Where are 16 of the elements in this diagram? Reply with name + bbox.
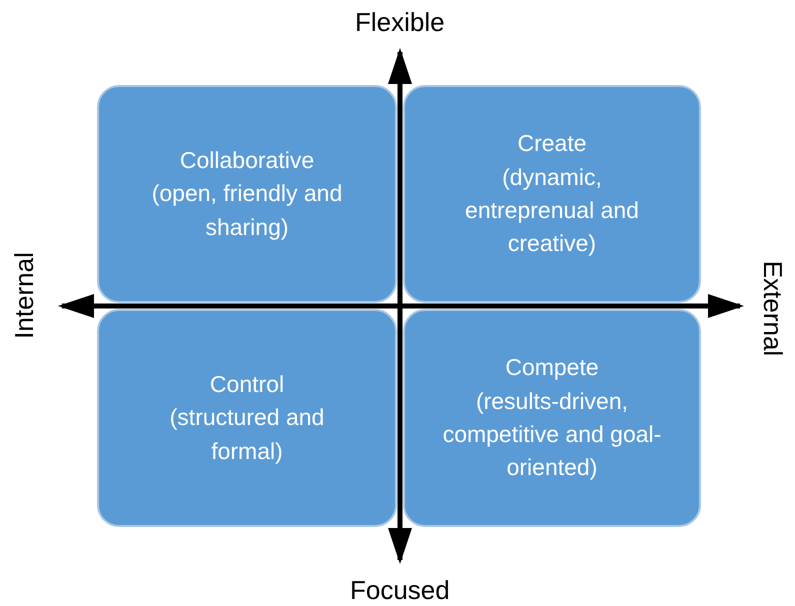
quadrant-box: [403, 85, 701, 303]
axis-label: External: [756, 260, 788, 356]
axis-label: Internal: [8, 252, 40, 338]
quadrant-title: Collaborative: [180, 146, 314, 175]
quadrant-box: [97, 85, 397, 303]
axis-label: Flexible: [355, 6, 445, 38]
quadrant-box: [97, 309, 397, 527]
quadrant-title: Compete: [505, 353, 599, 382]
quadrant-description: (results-driven, competitive and goal-oriented): [442, 386, 662, 482]
quadrant-title: Control: [210, 370, 284, 399]
quadrant-box: [403, 309, 701, 527]
axis-label: Focused: [350, 574, 450, 606]
quadrant-description: (structured and formal): [168, 403, 326, 466]
quadrant-title: Create: [517, 129, 587, 158]
quadrant-description: (open, friendly and sharing): [150, 179, 344, 242]
quadrant-description: (dynamic, entreprenual and creative): [464, 162, 640, 258]
